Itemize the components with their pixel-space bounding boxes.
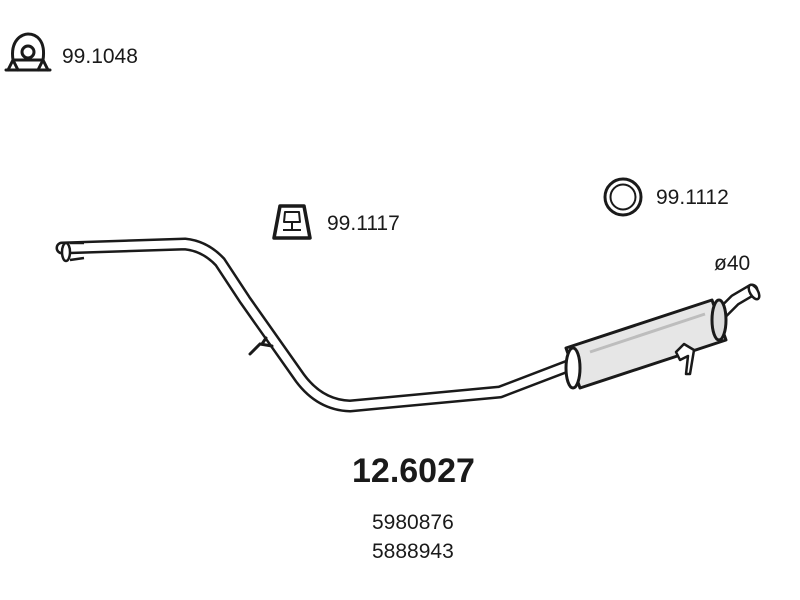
- silencer-hanger: [674, 342, 696, 376]
- product-part-number: 12.6027: [352, 452, 475, 490]
- ring-gasket-icon: [603, 177, 643, 217]
- rubber-mount-part-number: 99.1117: [327, 212, 400, 235]
- oem-number-2: 5888943: [372, 540, 454, 563]
- pipe-inlet-end: [60, 241, 85, 263]
- rubber-mount-icon: [272, 204, 312, 240]
- oem-number-1: 5980876: [372, 511, 454, 534]
- pipe-diameter-label: ø40: [714, 252, 751, 275]
- silencer: [564, 298, 728, 390]
- pipe-hanger-bracket: [248, 336, 274, 356]
- exhaust-clamp-icon: [4, 32, 52, 72]
- ring-gasket-part-number: 99.1112: [656, 186, 729, 209]
- clamp-part-number: 99.1048: [62, 45, 138, 68]
- pipe-outlet-end: [747, 283, 761, 301]
